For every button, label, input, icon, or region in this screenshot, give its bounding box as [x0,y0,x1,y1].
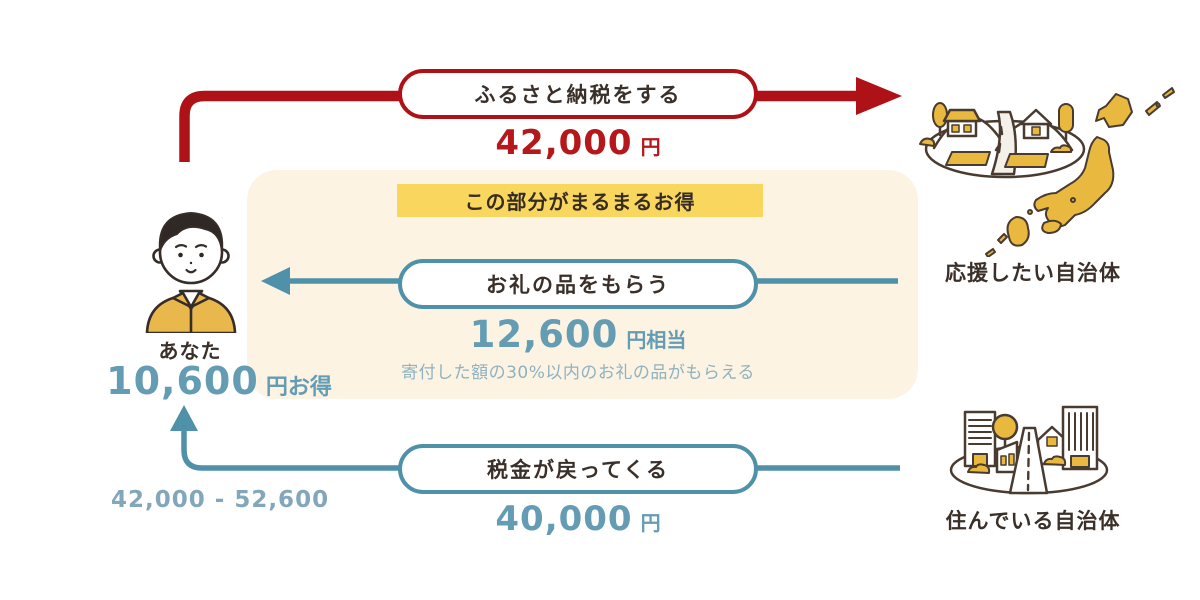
your-benefit: 10,600 円お得 [106,359,332,403]
refund-arrowhead-icon [170,405,198,431]
japan-map-icon [985,87,1175,258]
benefit-amount-value: 10,600 [106,359,259,403]
gift-amount-value: 12,600 [469,313,619,356]
donate-pill: ふるさと納税をする [398,69,758,119]
donate-amount-unit: 円 [640,135,661,159]
refund-pill: 税金が戻ってくる [398,444,758,494]
support-municipality-label: 応援したい自治体 [945,261,1121,285]
donate-pill-label: ふるさと納税をする [474,83,682,107]
benefit-amount-unit: 円お得 [265,375,332,400]
refund-amount-unit: 円 [640,511,661,535]
home-municipality-label: 住んでいる自治体 [945,509,1121,533]
refund-pill-label: 税金が戻ってくる [487,458,669,482]
donate-amount: 42,000 円 [398,123,758,163]
donate-arrowhead-icon [856,77,902,115]
donate-arrow [179,90,858,162]
gift-note: 寄付した額の30%以内のお礼の品がもらえる [401,363,755,383]
village-japan-map-icon [918,82,1200,258]
gift-amount-unit: 円相当 [626,328,687,352]
gift-pill-label: お礼の品をもらう [486,273,670,297]
gift-amount: 12,600 円相当 [398,313,758,356]
you-label: あなた [158,339,222,363]
gift-pill: お礼の品をもらう [398,259,758,309]
city-buildings-icon [948,404,1110,496]
benefit-calculation: 42,000 - 52,600 [111,487,330,513]
gift-arrowhead-icon [261,267,290,295]
highlight-ribbon-label: この部分がまるまるお得 [464,190,696,214]
refund-amount-value: 40,000 [495,499,633,539]
highlight-ribbon: この部分がまるまるお得 [397,184,763,217]
refund-arrow [181,427,900,471]
donate-amount-value: 42,000 [495,123,633,163]
person-avatar-icon [143,199,239,335]
refund-amount: 40,000 円 [398,499,758,539]
